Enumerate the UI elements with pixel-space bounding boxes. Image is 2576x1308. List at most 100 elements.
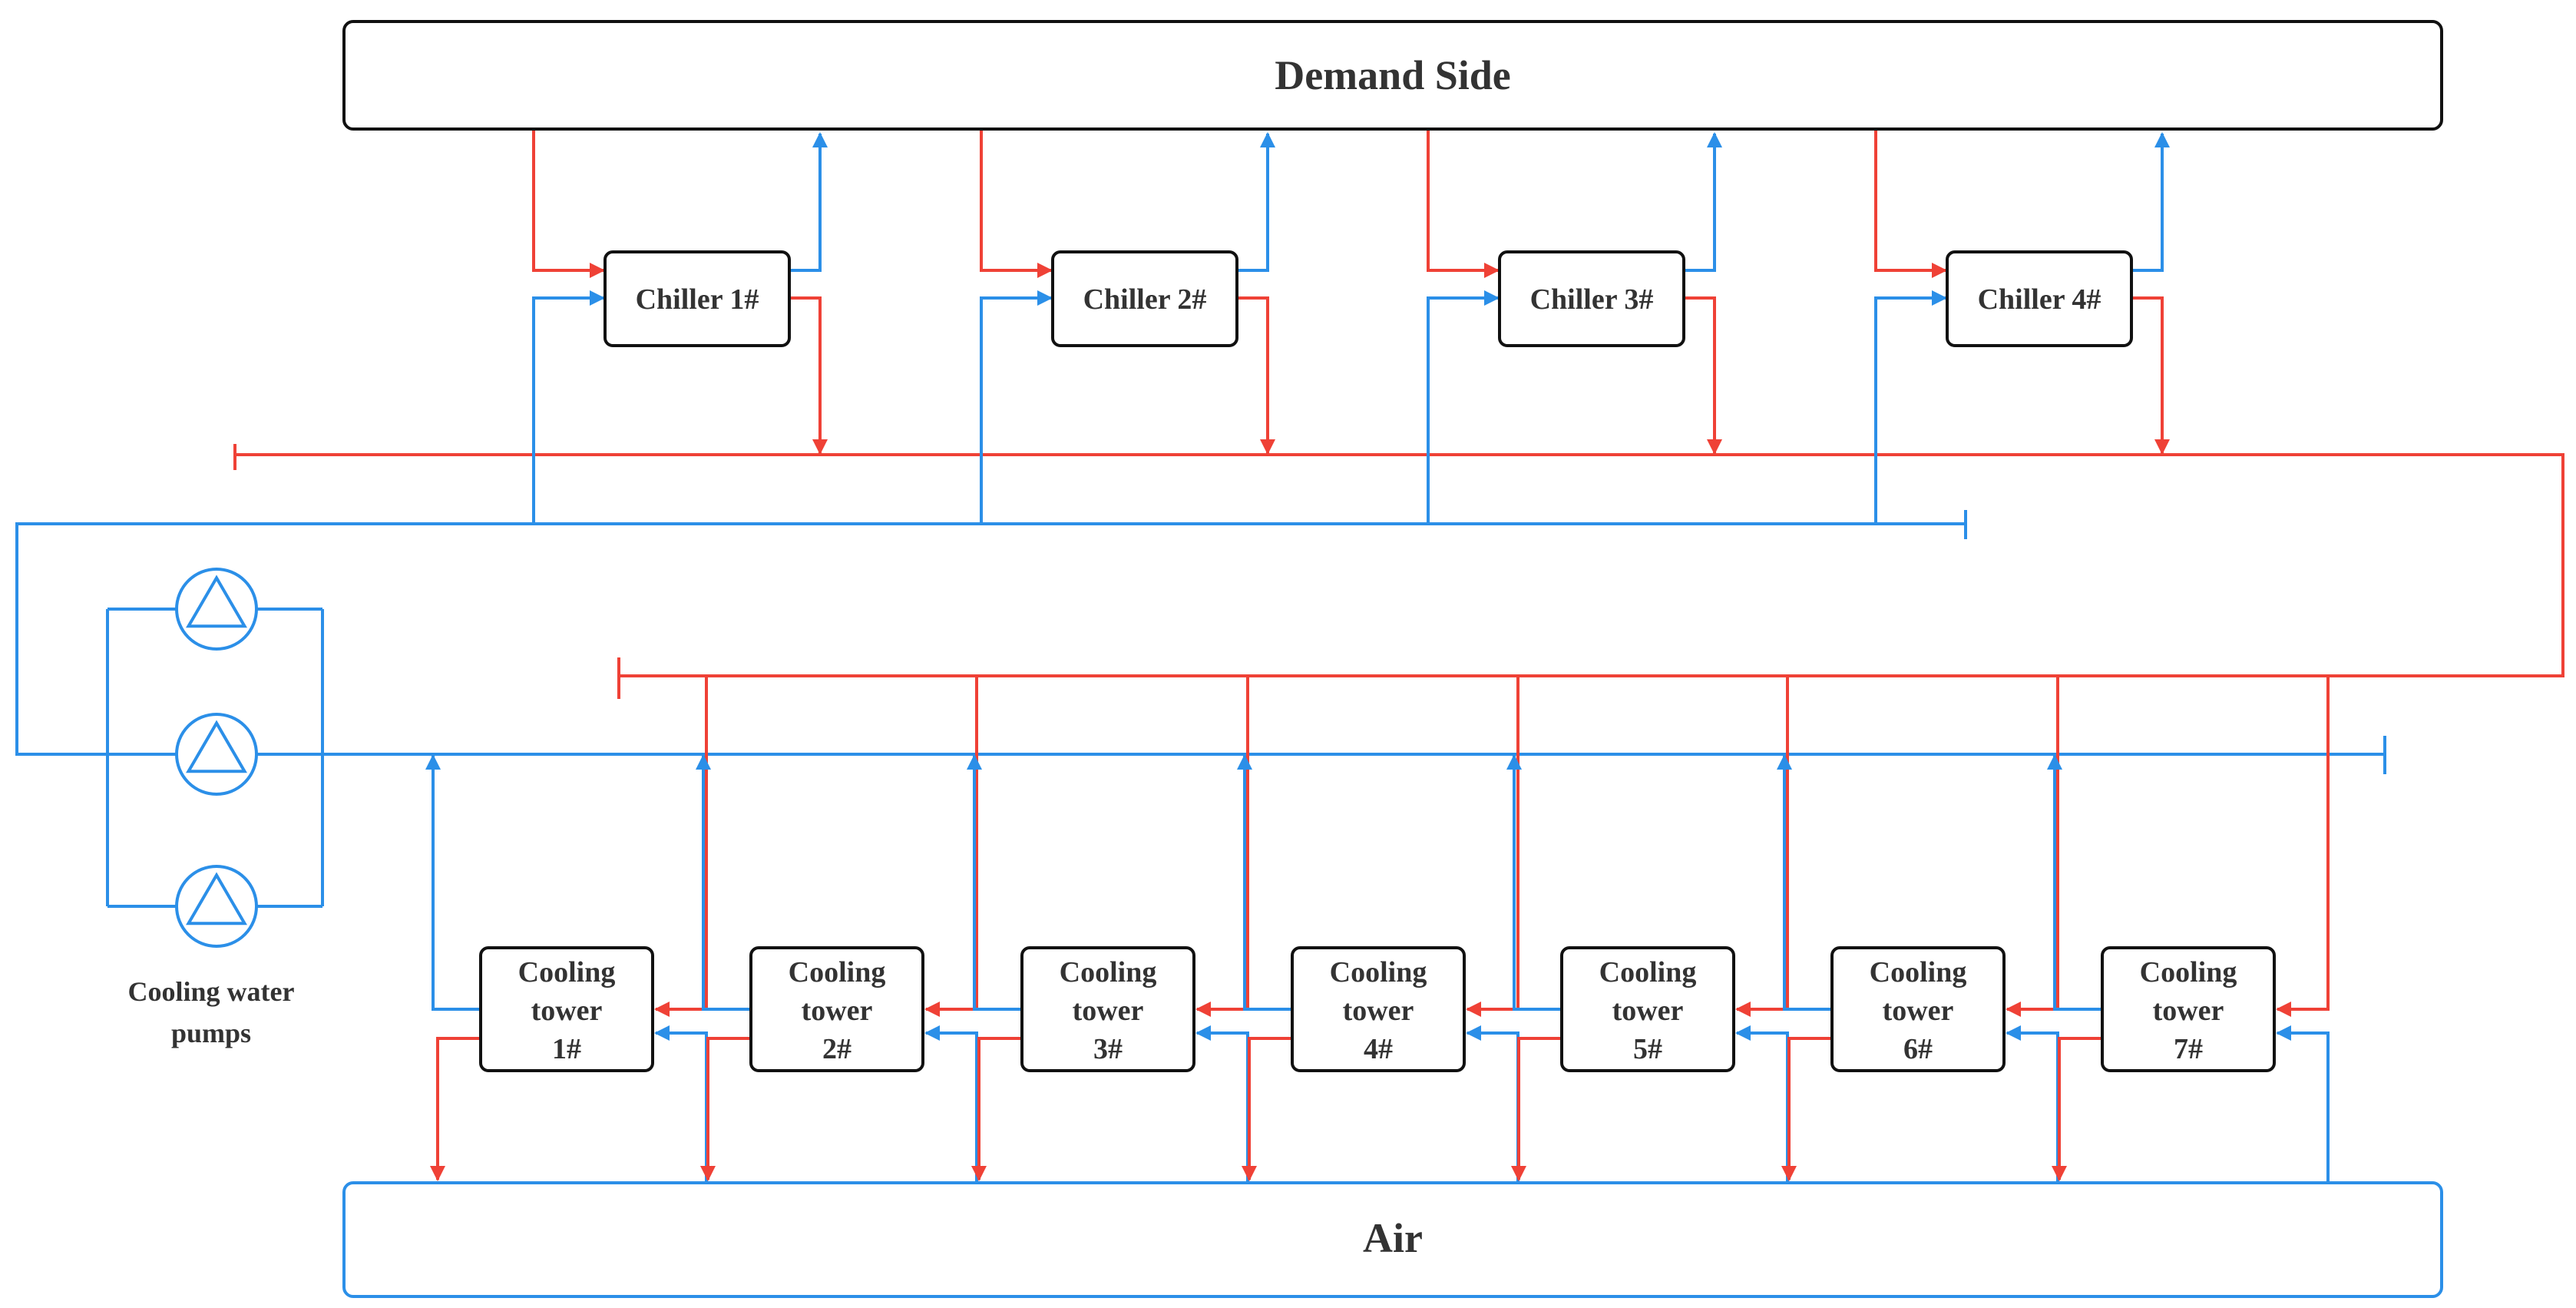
tower-5-air-in [1735, 1025, 1789, 1183]
chiller-1-hot-out [789, 296, 828, 455]
tower-label-line1: Cooling [2140, 956, 2237, 988]
chiller-3-return-in [1427, 131, 1500, 278]
chiller-3-supply-out [1684, 132, 1722, 272]
tower-7-hot-in [2276, 676, 2330, 1017]
chiller-1-cold-in [532, 290, 605, 524]
tower-6-hot-in [2006, 676, 2059, 1017]
pumps-caption: Cooling water pumps [128, 976, 295, 1048]
tower-box [749, 946, 924, 1072]
chiller-3: Chiller 3# [1498, 250, 1685, 347]
chiller-label: Chiller 3# [1530, 283, 1654, 316]
tower-label-line1: Cooling [1330, 956, 1427, 988]
air-box: Air [342, 1181, 2443, 1298]
chiller-4: Chiller 4# [1946, 250, 2133, 347]
chiller-3-hot-out [1684, 296, 1722, 455]
pumps-caption-line2: pumps [171, 1018, 251, 1048]
cooling-tower-3: Cooling tower 3# [1020, 946, 1195, 1072]
tower-2-hot-in [924, 676, 978, 1017]
cooling-tower-5: Cooling tower 5# [1560, 946, 1735, 1072]
tower-3-air-in [1195, 1025, 1249, 1183]
pump-icon [175, 568, 258, 651]
pump-icon [175, 713, 258, 796]
demand-side-label: Demand Side [1275, 52, 1511, 98]
chiller-box [1946, 250, 2133, 347]
pumps-caption-line1: Cooling water [128, 976, 295, 1007]
tower-3-cold-out [967, 754, 1022, 1011]
chiller-label: Chiller 4# [1978, 283, 2101, 316]
tower-6-cold-out [1777, 754, 1832, 1011]
chiller-box [1498, 250, 1685, 347]
tower-label-line2: tower [531, 995, 603, 1027]
tower-1-cold-out [425, 754, 481, 1011]
chiller-box [1051, 250, 1238, 347]
tower-7-air-in [2276, 1025, 2330, 1183]
tower-4-cold-out [1237, 754, 1292, 1011]
chiller-3-cold-in [1427, 290, 1500, 524]
hot-water-header [235, 453, 2564, 677]
tower-label-line3: 1# [552, 1033, 581, 1065]
chiller-1-return-in [532, 131, 605, 278]
chiller-label: Chiller 2# [1083, 283, 1207, 316]
tower-label-line2: tower [1343, 995, 1414, 1027]
cooling-tower-1: Cooling tower 1# [479, 946, 654, 1072]
tower-6-air-in [2006, 1025, 2059, 1183]
chiller-1-supply-out [789, 132, 828, 272]
chiller-4-cold-in [1874, 290, 1947, 524]
pipes-layer [15, 131, 2564, 1183]
pump-icon [175, 865, 258, 948]
tower-3-hot-in [1195, 676, 1249, 1017]
chiller-2-return-in [980, 131, 1053, 278]
tower-1-exhaust-out [430, 1037, 481, 1181]
tower-6-exhaust-out [1781, 1037, 1832, 1181]
tower-1-hot-in [654, 676, 708, 1017]
tower-2-exhaust-out [700, 1037, 751, 1181]
tower-label-line1: Cooling [518, 956, 616, 988]
tower-label-line1: Cooling [1060, 956, 1157, 988]
tower-label-line3: 3# [1093, 1033, 1123, 1065]
tower-label-line2: tower [1073, 995, 1144, 1027]
tower-3-exhaust-out [971, 1037, 1022, 1181]
tower-label-line2: tower [1612, 995, 1684, 1027]
tower-5-cold-out [1506, 754, 1562, 1011]
tower-label-line2: tower [2153, 995, 2224, 1027]
tower-label-line3: 5# [1633, 1033, 1662, 1065]
tower-box [1291, 946, 1466, 1072]
tower-4-hot-in [1466, 676, 1519, 1017]
tower-box [2101, 946, 2276, 1072]
tower-label-line3: 6# [1903, 1033, 1933, 1065]
air-label: Air [1363, 1215, 1423, 1261]
chiller-2-supply-out [1237, 132, 1275, 272]
chiller-4-supply-out [2131, 132, 2170, 272]
tower-1-air-in [654, 1025, 708, 1183]
chiller-4-return-in [1874, 131, 1947, 278]
tower-2-air-in [924, 1025, 978, 1183]
pumps-layer [175, 568, 258, 948]
tower-7-exhaust-out [2052, 1037, 2102, 1181]
demand-side-box: Demand Side [342, 20, 2443, 131]
tower-label-line1: Cooling [1599, 956, 1697, 988]
tower-4-air-in [1466, 1025, 1519, 1183]
tower-box [1560, 946, 1735, 1072]
tower-label-line3: 4# [1364, 1033, 1393, 1065]
tower-label-line2: tower [1883, 995, 1954, 1027]
tower-box [1830, 946, 2006, 1072]
tower-7-cold-out [2047, 754, 2102, 1011]
chiller-2-hot-out [1237, 296, 1275, 455]
tower-label-line1: Cooling [789, 956, 886, 988]
chiller-box [603, 250, 791, 347]
tower-2-cold-out [696, 754, 751, 1011]
chillers-layer: Chiller 1# Chiller 2# Chiller 3# Chiller 4# [603, 250, 2133, 347]
chiller-2-cold-in [980, 290, 1053, 524]
tower-box [1020, 946, 1195, 1072]
tower-box [479, 946, 654, 1072]
cooling-towers-layer: Coolingtower1#Coolingtower2#Coolingtower… [479, 946, 2276, 1072]
cold-water-header [15, 522, 2385, 756]
tower-label-line3: 2# [822, 1033, 852, 1065]
chiller-1: Chiller 1# [603, 250, 791, 347]
chiller-2: Chiller 2# [1051, 250, 1238, 347]
tower-5-exhaust-out [1511, 1037, 1562, 1181]
